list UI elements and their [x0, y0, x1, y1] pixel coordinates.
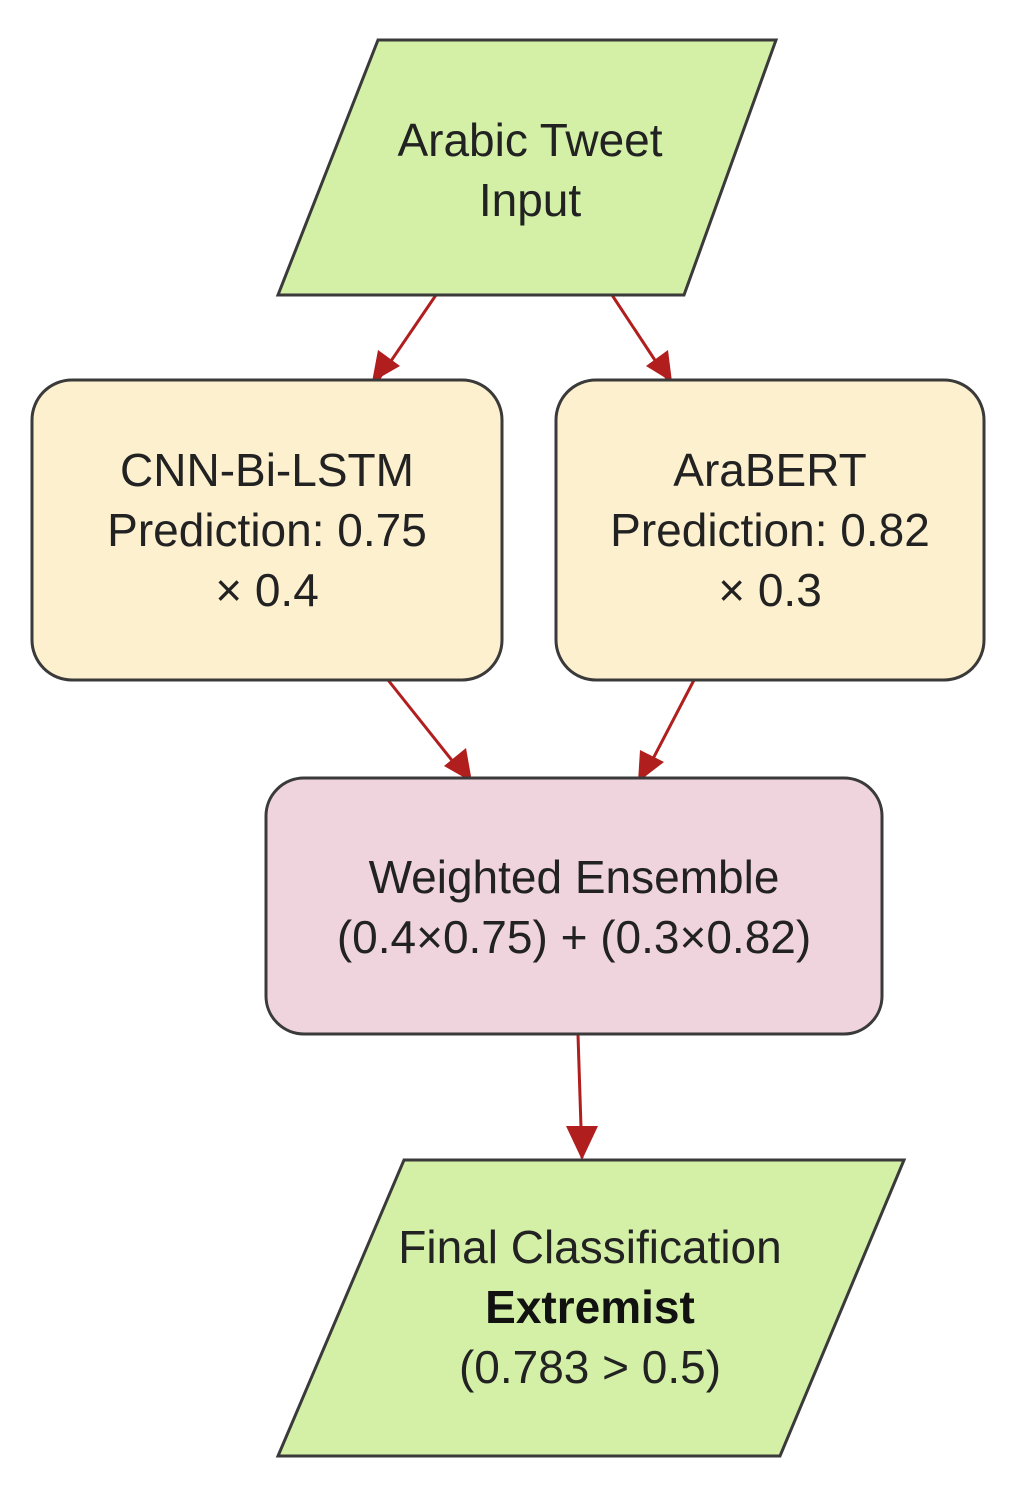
cnn-line-3: × 0.4 — [215, 564, 319, 616]
final-node-label: Final Classification Extremist (0.783 > … — [340, 1212, 840, 1402]
final-line-3: (0.783 > 0.5) — [458, 1341, 722, 1393]
arabert-node-shape — [554, 378, 986, 682]
cnn-bilstm-node-shape — [30, 378, 504, 682]
weighted-ensemble-node-shape — [264, 776, 884, 1036]
weighted-ensemble-node-label: Weighted Ensemble (0.4×0.75) + (0.3×0.82… — [266, 842, 882, 972]
arrowhead-input-to-arabert — [646, 350, 672, 382]
arrowhead-arabert-to-ensemble — [638, 750, 664, 782]
arabert-line-3: × 0.3 — [718, 564, 822, 616]
ensemble-line-1: Weighted Ensemble — [368, 851, 780, 903]
final-line-2: Extremist — [485, 1281, 695, 1333]
final-line-1: Final Classification — [398, 1221, 782, 1273]
final-node-shape — [275, 1158, 907, 1458]
input-node-label: Arabic Tweet Input — [300, 100, 760, 240]
arabert-node-label: AraBERT Prediction: 0.82 × 0.3 — [556, 435, 984, 625]
arrowhead-cnn-to-ensemble — [444, 748, 472, 782]
cnn-bilstm-node-label: CNN-Bi-LSTM Prediction: 0.75 × 0.4 — [32, 435, 502, 625]
input-node-shape — [275, 38, 779, 297]
arrowhead-ensemble-to-final — [566, 1126, 598, 1160]
input-line-1: Arabic Tweet — [397, 114, 663, 166]
ensemble-line-2: (0.4×0.75) + (0.3×0.82) — [336, 911, 812, 963]
arabert-line-1: AraBERT — [673, 444, 867, 496]
arrowhead-input-to-cnn — [372, 350, 400, 382]
arabert-line-2: Prediction: 0.82 — [610, 504, 930, 556]
input-line-2: Input — [478, 174, 582, 226]
cnn-line-1: CNN-Bi-LSTM — [120, 444, 414, 496]
cnn-line-2: Prediction: 0.75 — [107, 504, 427, 556]
